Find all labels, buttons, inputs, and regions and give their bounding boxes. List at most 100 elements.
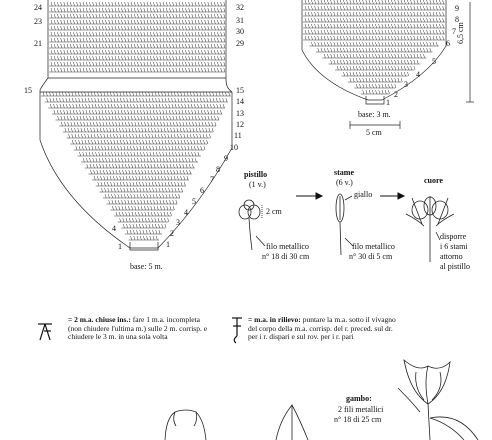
stitch-mark: [69, 43, 72, 49]
stitch-mark: [158, 139, 161, 145]
stitch-mark: [217, 31, 219, 37]
stitch-mark: [82, 157, 85, 163]
stitch-mark: [124, 55, 127, 61]
stitch-mark: [115, 211, 118, 217]
stitch-mark: [162, 115, 165, 121]
stitch-mark: [101, 55, 104, 61]
stitch-mark: [115, 169, 118, 175]
stitch-mark: [137, 43, 139, 49]
stitch-mark: [137, 61, 139, 67]
stitch-mark: [407, 47, 409, 53]
stitch-mark: [175, 25, 178, 31]
stitch-mark: [213, 43, 216, 49]
stitch-mark: [181, 103, 183, 109]
stitch-mark: [419, 23, 422, 29]
stitch-mark: [400, 5, 403, 11]
stitch-mark: [126, 229, 129, 235]
stitch-mark: [125, 175, 128, 181]
stitch-mark: [343, 5, 345, 11]
stitch-mark: [121, 49, 123, 55]
stitch-mark: [141, 127, 144, 133]
stitch-mark: [100, 91, 103, 97]
stitch-mark: [362, 65, 365, 71]
stitch-mark: [391, 41, 393, 47]
stitch-mark: [175, 61, 178, 67]
stitch-mark: [162, 31, 165, 37]
stitch-mark: [167, 91, 170, 97]
left-chart-stitch-rows: [41, 1, 231, 241]
stitch-mark: [149, 151, 152, 157]
stitch-mark: [163, 127, 166, 133]
stitch-mark: [69, 13, 72, 19]
stitch-mark: [339, 47, 342, 53]
stitch-mark: [169, 37, 171, 43]
finished-tulip-drawing: [397, 358, 479, 440]
stitch-mark: [69, 25, 72, 31]
stitch-mark: [143, 61, 146, 67]
stitch-mark: [435, 5, 438, 11]
stitch-mark: [144, 121, 146, 127]
stitch-mark: [186, 127, 188, 133]
stitch-mark: [166, 163, 169, 169]
stitch-mark: [181, 1, 184, 7]
stitch-mark: [197, 25, 200, 31]
stitch-mark: [153, 1, 155, 7]
stitch-mark: [330, 17, 333, 23]
stitch-mark: [164, 133, 166, 139]
stitch-mark: [93, 169, 96, 175]
stitch-mark: [189, 133, 192, 139]
stitch-mark: [362, 71, 365, 77]
stitch-mark: [172, 7, 175, 13]
stitch-mark: [89, 163, 92, 169]
stitch-mark: [115, 163, 118, 169]
stitch-mark: [435, 11, 438, 17]
stitch-mark: [307, 11, 310, 17]
stitch-mark: [42, 91, 45, 97]
stitch-mark: [352, 0, 355, 5]
stitch-mark: [164, 139, 167, 145]
stitch-mark: [387, 41, 390, 47]
stitch-mark: [225, 97, 228, 103]
stitch-mark: [53, 55, 56, 61]
stitch-mark: [384, 53, 387, 59]
stitch-mark: [165, 19, 168, 25]
stitch-mark: [307, 35, 310, 41]
stitch-mark: [200, 145, 203, 151]
stitch-mark: [197, 43, 200, 49]
stitch-mark: [362, 5, 365, 11]
stitch-mark: [118, 211, 121, 217]
stitch-mark: [204, 37, 207, 43]
stitch-mark: [378, 41, 381, 47]
left-chart-base-tab: [129, 242, 159, 251]
stitch-mark: [85, 43, 88, 49]
stitch-mark: [73, 37, 75, 43]
stitch-mark: [149, 235, 152, 241]
stitch-mark: [442, 0, 445, 5]
stitch-mark: [314, 0, 317, 5]
stitch-mark: [185, 67, 187, 73]
stitch-mark: [132, 223, 135, 229]
stitch-mark: [165, 55, 168, 61]
stitch-mark: [186, 91, 189, 97]
stitch-mark: [140, 7, 143, 13]
stitch-mark: [152, 97, 154, 103]
stitch-mark: [162, 7, 165, 13]
stitch-mark: [79, 109, 81, 115]
stitch-mark: [368, 11, 371, 17]
stitch-mark: [193, 97, 196, 103]
stitch-mark: [210, 31, 213, 37]
stitch-mark: [124, 61, 127, 67]
stitch-mark: [150, 163, 153, 169]
stitch-mark: [384, 0, 387, 5]
stitch-mark: [333, 11, 336, 17]
stitch-mark: [72, 103, 75, 109]
stitch-mark: [175, 151, 177, 157]
stitch-mark: [410, 35, 413, 41]
stitch-mark: [381, 23, 384, 29]
stitch-mark: [404, 53, 406, 59]
stitch-mark: [339, 0, 342, 5]
stitch-mark: [423, 17, 425, 23]
stitch-mark: [191, 31, 194, 37]
stitch-mark: [119, 139, 122, 145]
stitch-mark: [365, 89, 368, 95]
